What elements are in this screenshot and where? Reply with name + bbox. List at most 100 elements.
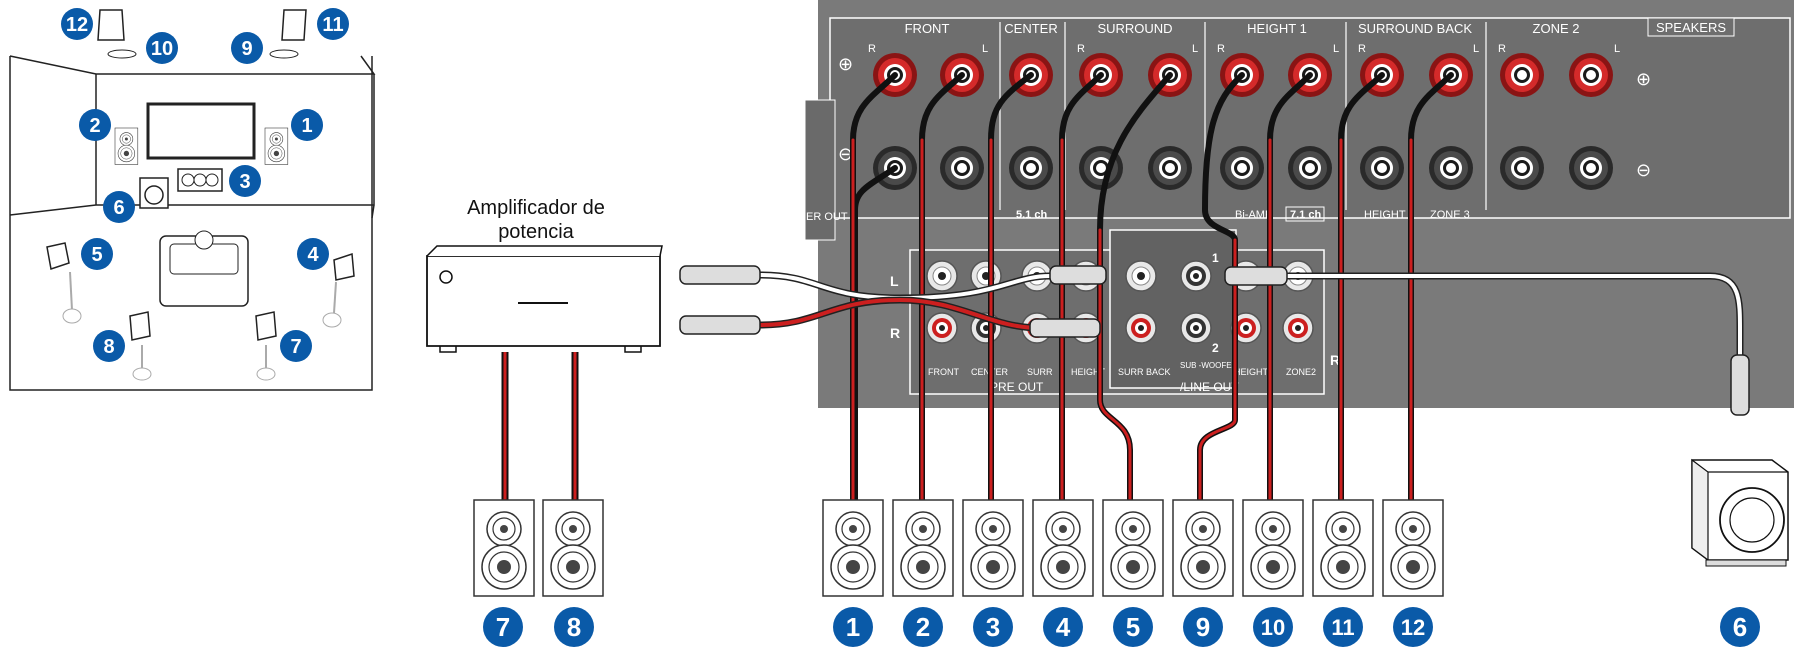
rca-cables bbox=[679, 265, 1750, 416]
surround-back-left-speaker-icon bbox=[255, 311, 277, 381]
label-surround: SURROUND bbox=[1097, 21, 1172, 36]
badge-2: 2 bbox=[903, 607, 943, 647]
speaker-5 bbox=[1102, 499, 1164, 597]
room-layout: 12 10 9 11 2 1 3 6 5 4 8 7 bbox=[9, 8, 376, 391]
svg-text:12: 12 bbox=[66, 14, 88, 36]
speaker-3 bbox=[962, 499, 1024, 597]
room-badge-6: 6 bbox=[103, 191, 135, 223]
label-surround-back: SURROUND BACK bbox=[1358, 21, 1472, 36]
room-badge-3: 3 bbox=[229, 165, 261, 197]
label-7-1ch: 7.1 ch bbox=[1290, 209, 1321, 221]
svg-text:L: L bbox=[1192, 43, 1198, 55]
svg-text:HEIGHT2: HEIGHT2 bbox=[1234, 367, 1273, 377]
svg-text:5: 5 bbox=[91, 244, 102, 266]
badge-8: 8 bbox=[554, 607, 594, 647]
pre-out-section-label: PRE OUT bbox=[990, 380, 1044, 394]
surround-left-speaker-icon bbox=[322, 252, 355, 328]
amp-power-knob-icon bbox=[439, 270, 453, 284]
svg-text:9: 9 bbox=[241, 38, 252, 60]
room-badge-12: 12 bbox=[61, 8, 93, 40]
label-zone3: ZONE 3 bbox=[1430, 209, 1470, 221]
svg-text:3: 3 bbox=[239, 171, 250, 193]
speaker-1 bbox=[822, 499, 884, 597]
center-speaker-icon bbox=[177, 168, 223, 192]
svg-text:2: 2 bbox=[1212, 341, 1219, 355]
badge-5: 5 bbox=[1113, 607, 1153, 647]
svg-text:L: L bbox=[982, 43, 988, 55]
svg-text:12: 12 bbox=[1401, 615, 1425, 640]
svg-text:3: 3 bbox=[986, 612, 1000, 642]
badge-10: 10 bbox=[1253, 607, 1293, 647]
surround-right-speaker-icon bbox=[46, 242, 82, 324]
amp-label-line1: Amplificador de bbox=[467, 197, 605, 219]
label-5-1ch: 5.1 ch bbox=[1016, 209, 1047, 221]
svg-text:SURR: SURR bbox=[1027, 367, 1053, 377]
svg-text:8: 8 bbox=[567, 612, 581, 642]
svg-text:FRONT: FRONT bbox=[928, 367, 959, 377]
subwoofer-icon bbox=[1691, 458, 1789, 567]
room-badge-8: 8 bbox=[93, 330, 125, 362]
tv-icon bbox=[146, 102, 256, 160]
svg-text:4: 4 bbox=[307, 244, 319, 266]
svg-text:6: 6 bbox=[1733, 612, 1747, 642]
room-badge-10: 10 bbox=[146, 32, 178, 64]
front-left-speaker-icon bbox=[264, 127, 289, 165]
power-amplifier: Amplificador de potencia bbox=[426, 197, 663, 500]
badge-6-subwoofer: 6 bbox=[1720, 607, 1760, 647]
svg-text:9: 9 bbox=[1196, 612, 1210, 642]
svg-text:10: 10 bbox=[151, 38, 173, 60]
svg-text:11: 11 bbox=[322, 14, 343, 36]
room-badge-1: 1 bbox=[291, 109, 323, 141]
label-height1: HEIGHT 1 bbox=[1247, 21, 1307, 36]
edge-label: ER OUT bbox=[806, 211, 848, 223]
svg-text:L: L bbox=[1614, 43, 1620, 55]
speaker-8 bbox=[542, 499, 604, 597]
svg-text:SUB -WOOFER: SUB -WOOFER bbox=[1180, 361, 1238, 370]
label-zone2: ZONE 2 bbox=[1533, 21, 1580, 36]
speaker-7 bbox=[473, 499, 535, 597]
badge-7: 7 bbox=[483, 607, 523, 647]
svg-text:1: 1 bbox=[301, 115, 312, 137]
svg-text:L: L bbox=[1333, 43, 1339, 55]
badge-1: 1 bbox=[833, 607, 873, 647]
svg-text:5: 5 bbox=[1126, 612, 1140, 642]
height-speaker-right-icon bbox=[97, 9, 137, 59]
speaker-4 bbox=[1032, 499, 1094, 597]
label-biamp: Bi-AMP bbox=[1235, 209, 1272, 221]
svg-text:10: 10 bbox=[1261, 615, 1285, 640]
badge-11: 11 bbox=[1323, 607, 1363, 647]
label-height: HEIGHT bbox=[1364, 209, 1406, 221]
room-badge-11: 11 bbox=[317, 8, 349, 40]
height-speaker-left-icon bbox=[269, 9, 307, 59]
svg-text:R: R bbox=[1498, 43, 1506, 55]
label-front: FRONT bbox=[905, 21, 950, 36]
speaker-12 bbox=[1382, 499, 1444, 597]
speaker-9 bbox=[1172, 499, 1234, 597]
svg-text:⊖: ⊖ bbox=[1636, 160, 1651, 180]
pre-out-l-label: L bbox=[890, 273, 899, 289]
line-out-section-label: /LINE OUT bbox=[1180, 380, 1239, 394]
sofa-icon bbox=[159, 230, 249, 307]
svg-text:L: L bbox=[1473, 43, 1479, 55]
svg-text:SURR BACK: SURR BACK bbox=[1118, 367, 1171, 377]
front-right-speaker-icon bbox=[114, 127, 139, 165]
svg-text:6: 6 bbox=[113, 197, 124, 219]
badge-4: 4 bbox=[1043, 607, 1083, 647]
surround-back-right-speaker-icon bbox=[129, 311, 152, 381]
svg-text:4: 4 bbox=[1056, 612, 1071, 642]
plus-symbol: ⊕ bbox=[838, 54, 853, 74]
room-badge-7: 7 bbox=[280, 330, 312, 362]
room-badge-4: 4 bbox=[297, 238, 329, 270]
speaker-11 bbox=[1312, 499, 1374, 597]
speakers-title: SPEAKERS bbox=[1656, 20, 1726, 35]
badge-12: 12 bbox=[1393, 607, 1433, 647]
speaker-wires bbox=[850, 72, 1454, 503]
speaker-2 bbox=[892, 499, 954, 597]
svg-text:R: R bbox=[1077, 43, 1085, 55]
svg-text:R: R bbox=[1358, 43, 1366, 55]
svg-text:2: 2 bbox=[89, 115, 100, 137]
badge-9: 9 bbox=[1183, 607, 1223, 647]
amp-label-line2: potencia bbox=[498, 221, 574, 243]
svg-text:1: 1 bbox=[846, 612, 860, 642]
label-center: CENTER bbox=[1004, 21, 1057, 36]
